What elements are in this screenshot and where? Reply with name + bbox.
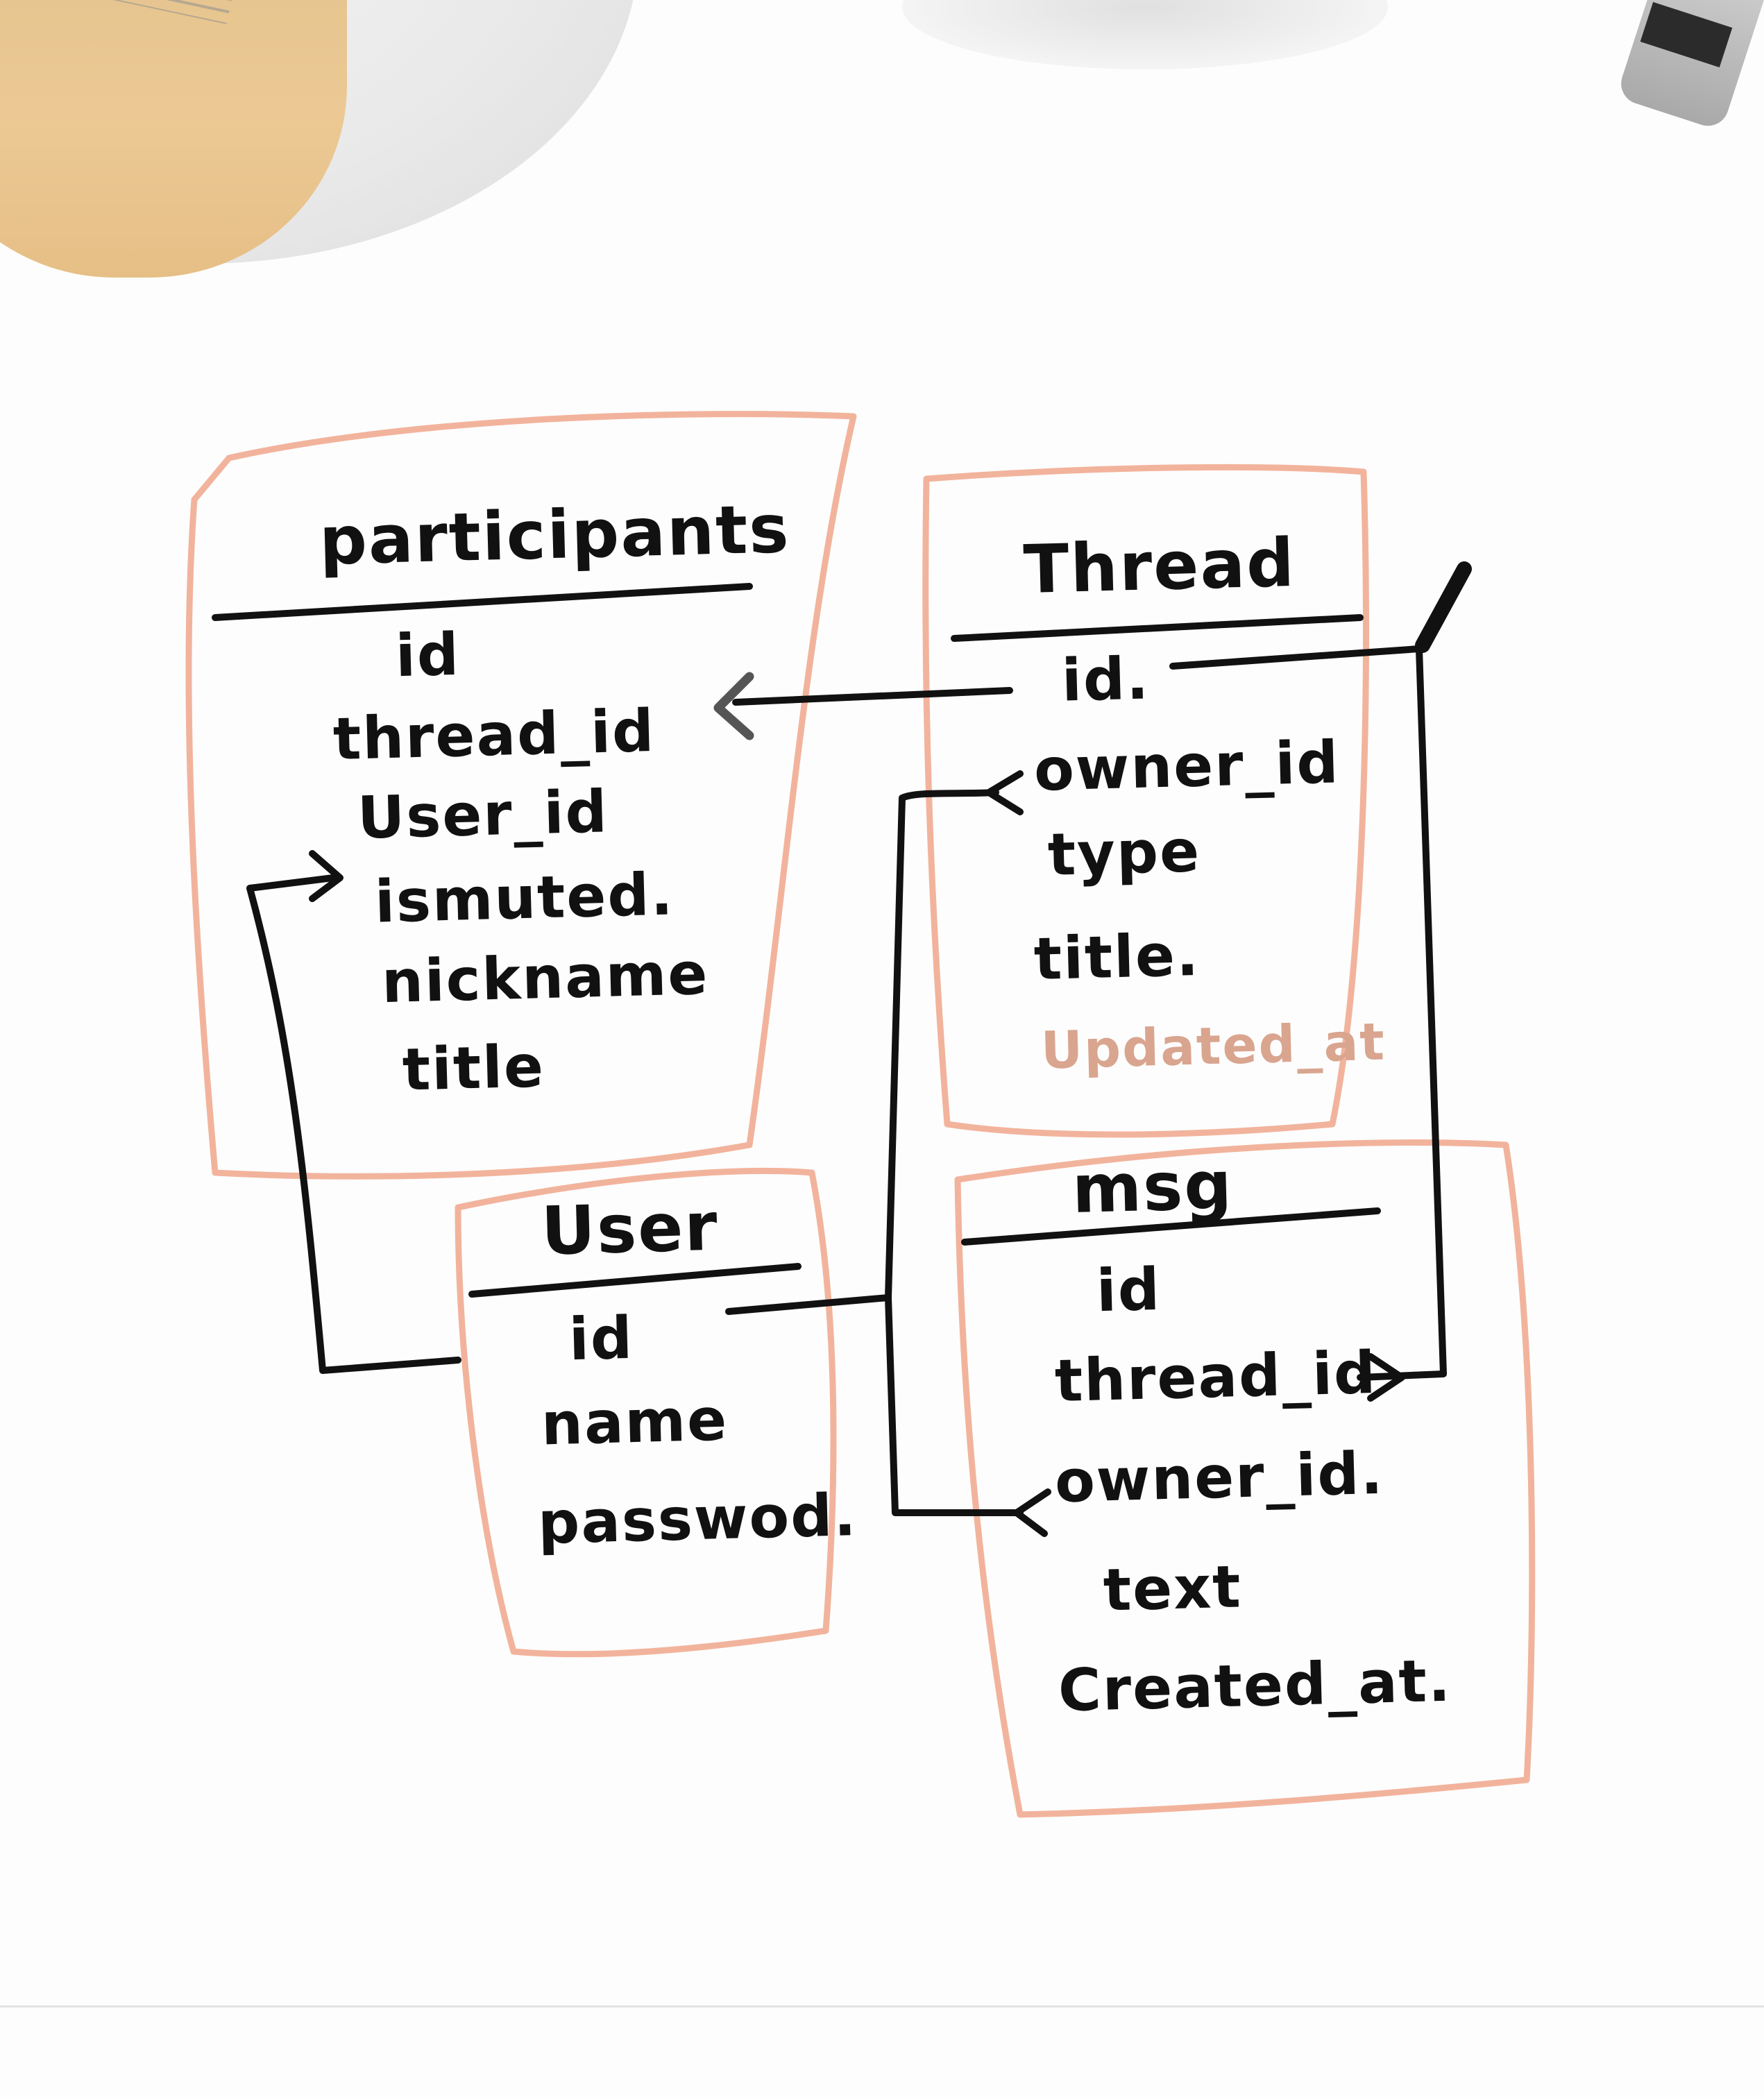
participants-field-id: id xyxy=(394,620,461,690)
msg-box-outline xyxy=(954,1139,1536,1818)
arrowhead-thread-owner-id xyxy=(985,770,1024,815)
arrowhead-msg-thread-id xyxy=(1367,1353,1405,1402)
line-user-id-to-participants-user-id xyxy=(246,874,461,1374)
thread-header-rule xyxy=(951,614,1364,642)
thread-field-owner-id: owner_id xyxy=(1033,728,1341,804)
user-field-password: passwod. xyxy=(536,1480,858,1558)
thread-title: Thread xyxy=(1022,523,1297,609)
line-user-to-msg-owner-id xyxy=(885,1294,1024,1516)
participants-title: participants xyxy=(318,490,791,580)
participants-field-nickname: nickname xyxy=(380,939,710,1017)
thread-field-type: type xyxy=(1046,817,1202,889)
arrowhead-participants-thread-id xyxy=(713,672,754,740)
participants-field-title: title xyxy=(401,1032,546,1104)
thread-box-outline xyxy=(922,464,1370,1138)
participants-header-rule xyxy=(212,583,753,621)
thread-field-title: title. xyxy=(1033,920,1201,994)
msg-field-created-at: Created_at. xyxy=(1057,1646,1452,1725)
marker-stroke xyxy=(1415,561,1472,653)
msg-field-id: id xyxy=(1095,1255,1162,1325)
board-edge xyxy=(0,2005,1764,2007)
thread-field-updated-at: Updated_at xyxy=(1040,1012,1386,1081)
msg-field-thread-id: thread_id xyxy=(1053,1338,1378,1416)
user-box-outline xyxy=(455,1167,837,1658)
arrowhead-participants-user-id xyxy=(309,850,344,902)
thread-field-id: id. xyxy=(1060,644,1151,715)
arrowhead-msg-owner-id xyxy=(1013,1488,1051,1537)
participants-field-ismuted: ismuted. xyxy=(373,860,675,936)
msg-field-owner-id: owner_id. xyxy=(1053,1438,1385,1516)
msg-title: msg xyxy=(1071,1146,1235,1229)
user-field-name: name xyxy=(540,1385,729,1459)
user-title: User xyxy=(540,1187,720,1271)
line-user-id-to-owner-ids xyxy=(725,789,999,1315)
participants-box-outline xyxy=(185,411,857,1180)
user-header-rule xyxy=(468,1263,802,1298)
user-field-id: id xyxy=(568,1303,635,1374)
participants-field-user-id: User_id xyxy=(356,777,609,852)
participants-field-thread-id: thread_id xyxy=(332,696,656,774)
msg-field-text: text xyxy=(1102,1552,1243,1624)
msg-header-rule xyxy=(961,1207,1381,1246)
line-thread-id-to-participants-thread-id xyxy=(732,687,1013,706)
